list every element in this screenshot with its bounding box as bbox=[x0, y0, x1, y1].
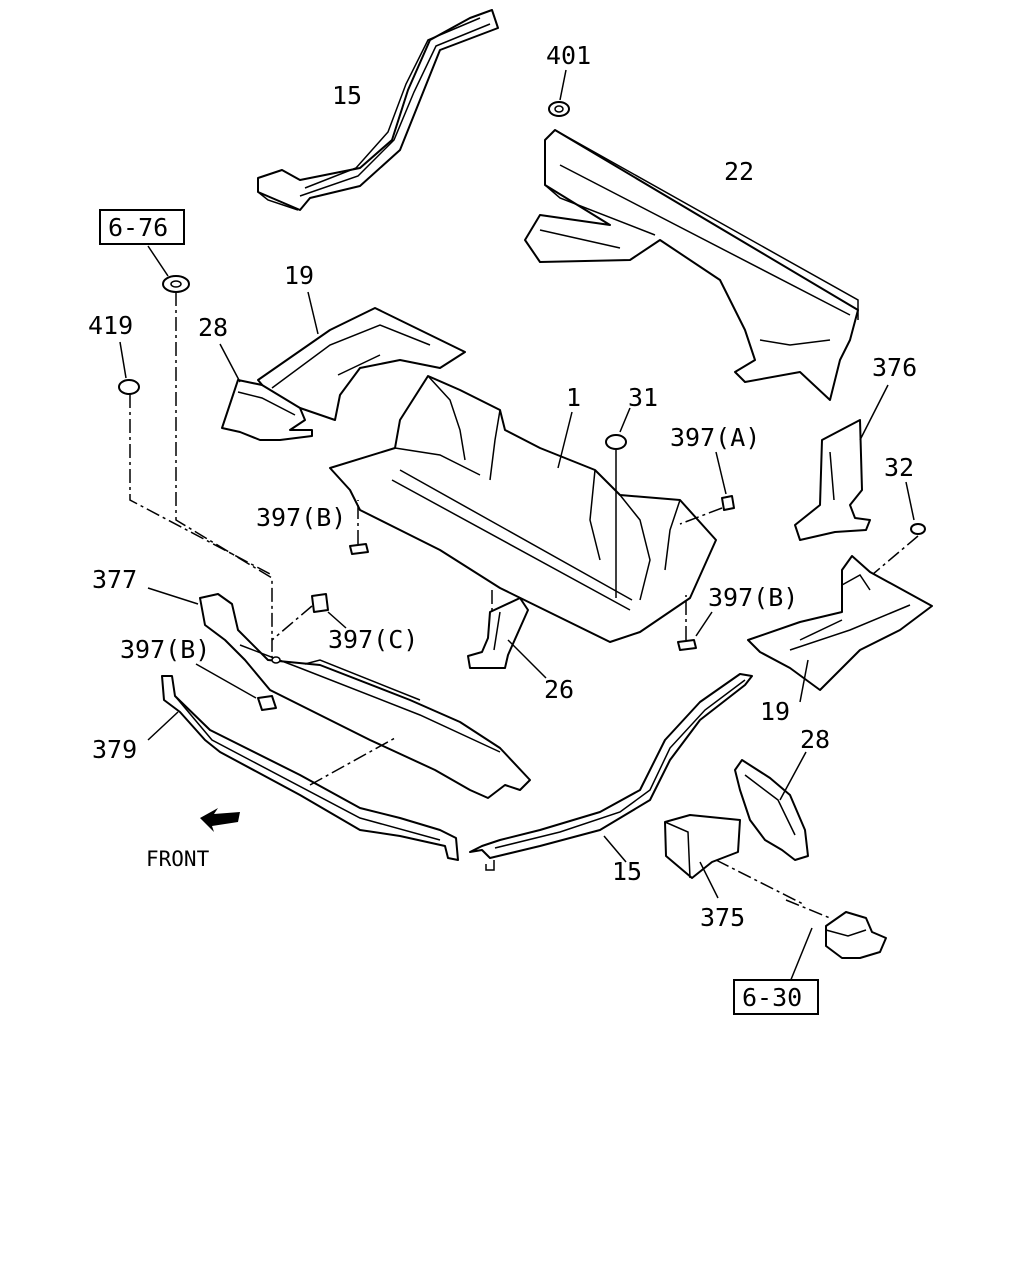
callout-397c: 397(C) bbox=[328, 625, 418, 654]
callout-6-76-box bbox=[99, 209, 185, 245]
front-arrow-icon bbox=[200, 808, 240, 832]
part-419-grommet bbox=[118, 341, 273, 576]
callout-397a: 397(A) bbox=[670, 423, 760, 452]
part-32-grommet bbox=[859, 481, 926, 586]
part-401-grommet bbox=[548, 69, 570, 117]
callout-6-76: 6-76 bbox=[108, 213, 168, 242]
part-19-right-panel bbox=[747, 555, 933, 703]
part-28-right-bracket bbox=[734, 751, 809, 861]
part-6-30-bracket bbox=[785, 899, 887, 983]
callout-419: 419 bbox=[88, 311, 133, 340]
callout-397b-right: 397(B) bbox=[708, 583, 798, 612]
part-1-main-floor bbox=[329, 375, 717, 643]
callout-28-right: 28 bbox=[800, 725, 830, 754]
callout-379: 379 bbox=[92, 735, 137, 764]
callout-32: 32 bbox=[884, 453, 914, 482]
callout-1: 1 bbox=[566, 383, 581, 412]
part-28-left-bracket bbox=[219, 343, 313, 441]
front-label: FRONT bbox=[146, 847, 210, 871]
part-376-bracket bbox=[794, 384, 889, 541]
callout-397b-mid: 397(B) bbox=[256, 503, 346, 532]
part-15-top-rail bbox=[257, 9, 499, 211]
callout-22: 22 bbox=[724, 157, 754, 186]
part-15-bottom-rail bbox=[469, 673, 753, 871]
part-377-front-member bbox=[147, 587, 531, 799]
part-397b-left-clip bbox=[195, 663, 277, 711]
part-397b-mid-clip bbox=[349, 500, 369, 555]
callout-26: 26 bbox=[544, 675, 574, 704]
part-31-grommet bbox=[605, 407, 631, 598]
callout-19-right: 19 bbox=[760, 697, 790, 726]
callout-376: 376 bbox=[872, 353, 917, 382]
callout-401: 401 bbox=[546, 41, 591, 70]
callout-31: 31 bbox=[628, 383, 658, 412]
part-375-panel bbox=[664, 814, 806, 906]
callout-6-30-box bbox=[733, 979, 819, 1015]
part-26-support bbox=[467, 590, 547, 679]
part-397b-right-clip bbox=[677, 595, 713, 651]
callout-6-30: 6-30 bbox=[742, 983, 802, 1012]
part-22-cross-member bbox=[524, 129, 859, 401]
callout-15-top: 15 bbox=[332, 81, 362, 110]
callout-397b-left: 397(B) bbox=[120, 635, 210, 664]
part-397a-clip bbox=[679, 451, 735, 525]
callout-28-left: 28 bbox=[198, 313, 228, 342]
callout-375: 375 bbox=[700, 903, 745, 932]
callout-19-left: 19 bbox=[284, 261, 314, 290]
callout-377: 377 bbox=[92, 565, 137, 594]
callout-15-bottom: 15 bbox=[612, 857, 642, 886]
part-379-lower-rail bbox=[147, 675, 459, 861]
part-397c-clip bbox=[271, 593, 347, 641]
